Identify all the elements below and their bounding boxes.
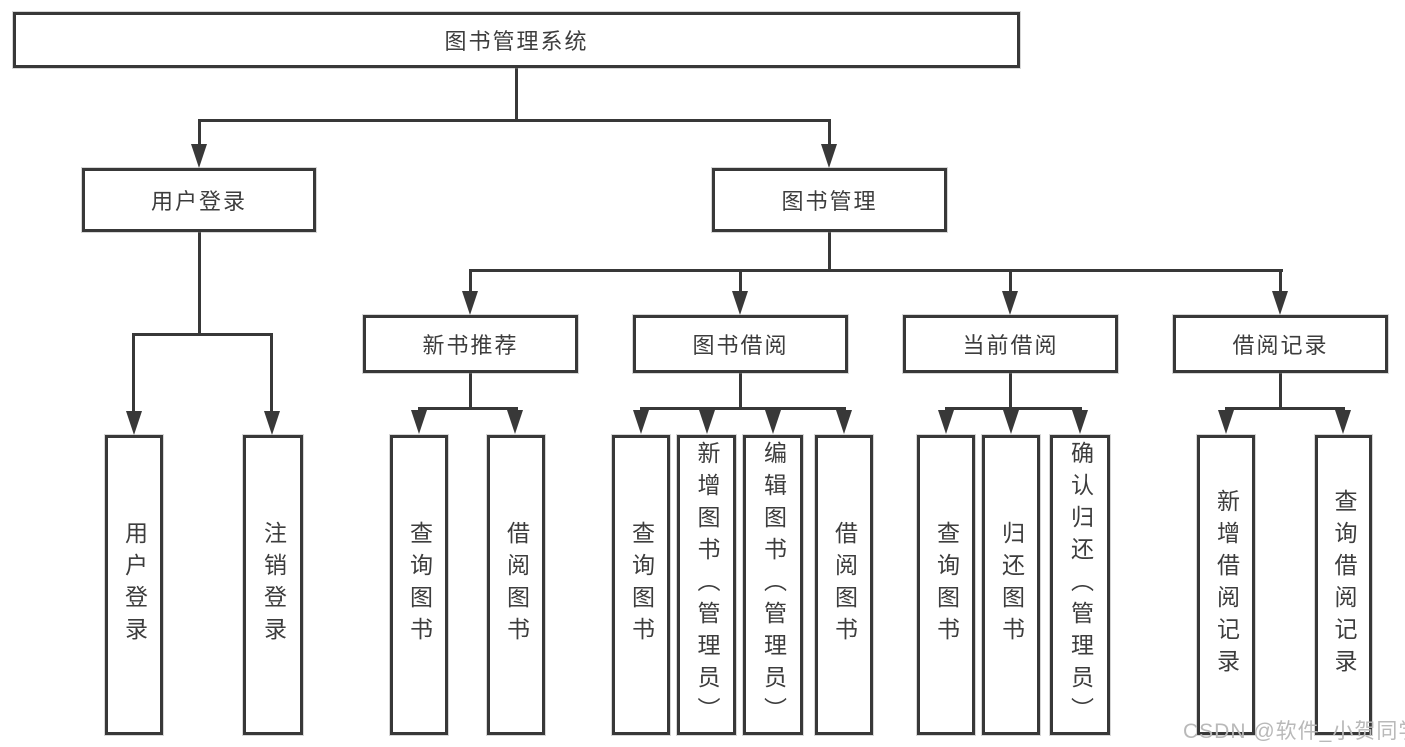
connector-line bbox=[1279, 269, 1282, 294]
connector-line bbox=[515, 68, 518, 122]
leaf-label: 查询图书 bbox=[406, 521, 433, 649]
connector-line bbox=[132, 333, 273, 336]
arrowhead-icon bbox=[507, 410, 523, 434]
arrowhead-icon bbox=[1003, 410, 1019, 434]
connector-line bbox=[469, 373, 472, 410]
node-label: 图书借阅 bbox=[692, 333, 789, 358]
leaf-edit-books-admin: 编辑图书（管理员） bbox=[743, 435, 803, 735]
leaf-label: 借阅图书 bbox=[831, 521, 858, 649]
leaf-label: 查询借阅记录 bbox=[1331, 489, 1357, 681]
arrowhead-icon bbox=[1335, 410, 1351, 434]
node-book-borrowing: 图书借阅 bbox=[633, 315, 848, 373]
leaf-borrowing-query-books: 查询图书 bbox=[612, 435, 670, 735]
leaf-add-books-admin: 新增图书（管理员） bbox=[677, 435, 736, 735]
node-label: 当前借阅 bbox=[962, 333, 1059, 358]
node-book-management: 图书管理 bbox=[712, 168, 947, 232]
connector-line bbox=[418, 407, 518, 410]
leaf-label: 确认归还（管理员） bbox=[1067, 441, 1094, 729]
leaf-user-login: 用户登录 bbox=[105, 435, 163, 735]
connector-line bbox=[270, 333, 273, 413]
leaf-borrowing-borrow-books: 借阅图书 bbox=[815, 435, 873, 735]
node-new-book-recommend: 新书推荐 bbox=[363, 315, 578, 373]
leaf-label: 新增借阅记录 bbox=[1213, 489, 1240, 681]
arrowhead-icon bbox=[1272, 291, 1288, 315]
arrowhead-icon bbox=[765, 410, 781, 434]
arrowhead-icon bbox=[126, 411, 142, 435]
node-label: 借阅记录 bbox=[1232, 333, 1329, 358]
arrowhead-icon bbox=[821, 144, 837, 168]
arrowhead-icon bbox=[1218, 410, 1234, 434]
connector-line bbox=[469, 269, 1283, 272]
connector-line bbox=[828, 232, 831, 272]
leaf-label: 借阅图书 bbox=[503, 521, 530, 649]
leaf-recommend-query-books: 查询图书 bbox=[390, 435, 448, 735]
connector-line bbox=[1225, 407, 1345, 410]
node-library-system: 图书管理系统 bbox=[13, 12, 1020, 68]
leaf-label: 编辑图书（管理员） bbox=[760, 441, 787, 729]
leaf-label: 查询图书 bbox=[628, 521, 655, 649]
leaf-return-books: 归还图书 bbox=[982, 435, 1040, 735]
leaf-current-query-books: 查询图书 bbox=[917, 435, 975, 735]
leaf-recommend-borrow-books: 借阅图书 bbox=[487, 435, 545, 735]
connector-line bbox=[198, 119, 831, 122]
leaf-add-borrow-record: 新增借阅记录 bbox=[1197, 435, 1255, 735]
node-borrow-records: 借阅记录 bbox=[1173, 315, 1388, 373]
node-label: 新书推荐 bbox=[422, 333, 519, 358]
node-current-borrowing: 当前借阅 bbox=[903, 315, 1118, 373]
arrowhead-icon bbox=[264, 411, 280, 435]
connector-line bbox=[739, 373, 742, 410]
connector-line bbox=[739, 269, 742, 294]
arrowhead-icon bbox=[1002, 291, 1018, 315]
connector-line bbox=[1009, 373, 1012, 410]
node-label: 用户登录 bbox=[150, 189, 247, 214]
connector-line bbox=[828, 119, 831, 147]
connector-line bbox=[945, 407, 1082, 410]
arrowhead-icon bbox=[836, 410, 852, 434]
arrowhead-icon bbox=[732, 291, 748, 315]
node-user-login: 用户登录 bbox=[82, 168, 316, 232]
connector-line bbox=[1279, 373, 1282, 410]
arrowhead-icon bbox=[462, 291, 478, 315]
leaf-logout: 注销登录 bbox=[243, 435, 303, 735]
leaf-label: 注销登录 bbox=[260, 521, 287, 649]
arrowhead-icon bbox=[938, 410, 954, 434]
arrowhead-icon bbox=[633, 410, 649, 434]
connector-line bbox=[469, 269, 472, 294]
watermark-text: CSDN @软件_小贺同学 bbox=[1183, 720, 1405, 743]
connector-line bbox=[132, 333, 135, 413]
leaf-label: 归还图书 bbox=[998, 521, 1025, 649]
connector-line bbox=[640, 407, 846, 410]
leaf-label: 查询图书 bbox=[933, 521, 960, 649]
arrowhead-icon bbox=[191, 144, 207, 168]
leaf-query-borrow-record: 查询借阅记录 bbox=[1315, 435, 1372, 735]
leaf-confirm-return-admin: 确认归还（管理员） bbox=[1050, 435, 1110, 735]
leaf-label: 新增图书（管理员） bbox=[694, 441, 720, 729]
leaf-label: 用户登录 bbox=[121, 521, 148, 649]
connector-line bbox=[198, 232, 201, 336]
connector-line bbox=[1009, 269, 1012, 294]
arrowhead-icon bbox=[1072, 410, 1088, 434]
node-label: 图书管理 bbox=[781, 189, 878, 214]
node-label: 图书管理系统 bbox=[444, 29, 589, 54]
arrowhead-icon bbox=[699, 410, 715, 434]
connector-line bbox=[198, 119, 201, 147]
arrowhead-icon bbox=[411, 410, 427, 434]
